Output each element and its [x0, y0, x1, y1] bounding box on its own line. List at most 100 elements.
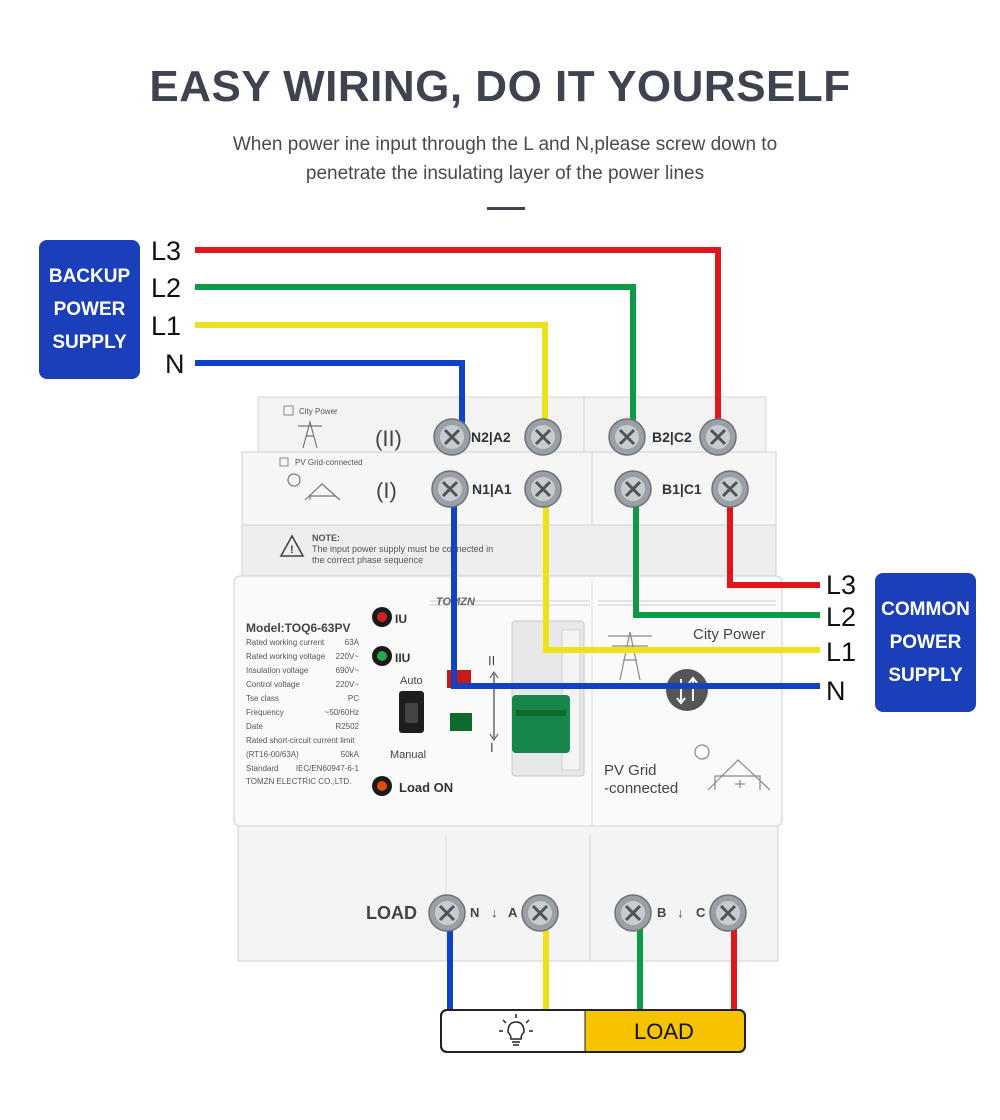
common-box-line-2: POWER [889, 632, 962, 653]
house-sun-icon [287, 473, 341, 501]
note-line-2: the correct phase sequence [312, 555, 423, 565]
light-bulb-icon [499, 1014, 533, 1046]
spec-key: (RT16-00/63A) [246, 750, 299, 759]
spec-value: PC [348, 694, 359, 703]
pv-label-line-2: -connected [604, 780, 678, 797]
spec-value: ~50/60Hz [325, 708, 359, 717]
backup-power-supply-box: BACKUP POWER SUPPLY [39, 240, 140, 379]
backup-box-line-1: BACKUP [48, 266, 131, 287]
pv-label-line-1: PV Grid [604, 762, 657, 779]
city-tower-icon [608, 631, 652, 681]
note-line-1: The input power supply must be connected… [312, 544, 493, 554]
terminal-screw-icon [433, 418, 471, 456]
terminal-screw-icon [608, 418, 646, 456]
spec-value: 50kA [341, 750, 360, 759]
load-terminal-label: LOAD [366, 903, 417, 923]
svg-text:↓: ↓ [491, 905, 498, 920]
spec-key: Frequency [246, 708, 284, 717]
indicator-iiu-label: IIU [395, 651, 410, 665]
city-power-small-icon [283, 405, 294, 416]
top-module [257, 396, 767, 458]
terminal-screws [428, 418, 749, 932]
wire-backup-l2 [195, 284, 636, 433]
common-power-supply-box: COMMON POWER SUPPLY [875, 573, 976, 712]
wire-common-n [451, 490, 820, 689]
terminal-screw-icon [431, 470, 469, 508]
terminal-screw-icon [709, 894, 747, 932]
switch-top-label: II [488, 653, 495, 668]
common-box-line-3: SUPPLY [888, 665, 963, 686]
spec-key: Standard [246, 764, 278, 773]
subtitle-line-1: When power ine input through the L and N… [232, 134, 778, 155]
spec-key: Date [246, 722, 263, 731]
common-label-l3: L3 [826, 570, 857, 600]
terminal-screw-icon [699, 418, 737, 456]
auto-label: Auto [400, 675, 423, 687]
wire-backup-l1 [195, 322, 548, 433]
common-box-line-1: COMMON [881, 599, 970, 620]
top-terminal-label-b: B2|C2 [652, 429, 692, 445]
indicator-iu: IU [372, 607, 407, 627]
spec-value: 63A [345, 638, 360, 647]
backup-label-l2: L2 [151, 273, 182, 303]
load-bar: LOAD [440, 1009, 746, 1053]
spec-list: Rated working current 63A Rated working vo… [246, 638, 360, 773]
svg-text:↓: ↓ [677, 905, 684, 920]
load-on-label: Load ON [399, 780, 453, 795]
top-module-label: City Power [299, 407, 338, 416]
note-title: NOTE: [312, 533, 340, 543]
bottom-n-label: N [470, 905, 479, 920]
terminal-screw-icon [614, 470, 652, 508]
wire-common-l1 [543, 490, 820, 653]
common-label-n: N [826, 676, 846, 706]
terminal-screw-icon [614, 894, 652, 932]
page-subtitle: When power ine input through the L and N… [150, 130, 860, 188]
warning-icon: ! [279, 534, 305, 557]
wire-common-l3 [727, 490, 820, 588]
load-bar-label: LOAD [634, 1019, 694, 1044]
title-divider [487, 207, 525, 210]
tower-icon [298, 419, 322, 449]
spec-key: Rated working voltage [246, 652, 326, 661]
terminal-screw-icon [524, 418, 562, 456]
terminal-screw-icon [524, 470, 562, 508]
indicator-iiu: IIU [372, 646, 410, 666]
terminal-screw-icon [428, 894, 466, 932]
top-roman-numeral: (II) [375, 426, 402, 451]
backup-box-line-3: SUPPLY [52, 332, 127, 353]
pv-small-icon [279, 457, 289, 467]
common-label-l2: L2 [826, 602, 857, 632]
terminal-screw-icon [521, 894, 559, 932]
operating-handle[interactable] [512, 695, 570, 753]
spec-value: 220V~ [336, 680, 360, 689]
company-label: TOMZN ELECTRIC CO.,LTD. [246, 777, 352, 786]
model-label: Model:TOQ6-63PV [246, 621, 350, 635]
transfer-icon [666, 669, 708, 711]
wire-common-l2 [633, 490, 820, 618]
spec-key: Control voltage [246, 680, 300, 689]
backup-label-l3: L3 [151, 236, 182, 266]
indicator-load-on: Load ON [372, 776, 453, 796]
backup-box-line-2: POWER [53, 299, 126, 320]
spec-key: Rated working current [246, 638, 325, 647]
spec-value: 690V~ [336, 666, 360, 675]
bottom-a-label: A [508, 905, 518, 920]
subtitle-line-2: penetrate the insulating layer of the po… [305, 163, 705, 184]
spec-key: Insulation voltage [246, 666, 309, 675]
spec-key: Tse class [246, 694, 279, 703]
spec-value: 220V~ [336, 652, 360, 661]
backup-label-l1: L1 [151, 311, 182, 341]
city-power-label: City Power [693, 626, 766, 643]
terminal-screw-icon [711, 470, 749, 508]
common-label-l1: L1 [826, 637, 857, 667]
manual-label: Manual [390, 749, 426, 761]
wire-backup-l3 [195, 247, 721, 433]
wire-backup-n [195, 360, 465, 433]
spec-value: R2502 [335, 722, 359, 731]
bottom-module [237, 825, 779, 962]
bottom-c-label: C [696, 905, 706, 920]
spec-value: IEC/EN60947-6-1 [296, 764, 360, 773]
page-title: EASY WIRING, DO IT YOURSELF [149, 62, 851, 111]
mid-terminal-label-b: B1|C1 [662, 481, 702, 497]
